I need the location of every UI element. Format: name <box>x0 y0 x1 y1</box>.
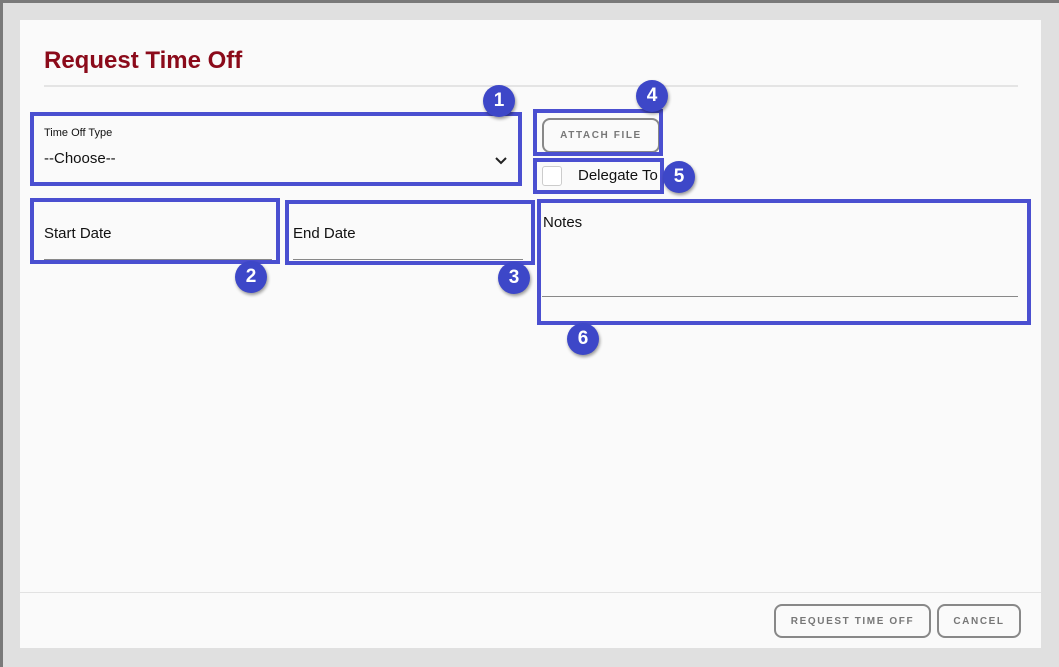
time-off-type-label: Time Off Type <box>44 127 113 139</box>
annotation-badge-6: 6 <box>567 323 599 355</box>
dialog-title: Request Time Off <box>44 47 243 74</box>
annotation-badge-4: 4 <box>636 80 668 112</box>
end-date-placeholder: End Date <box>293 225 356 242</box>
delegate-to-checkbox-row[interactable]: Delegate To <box>540 163 664 191</box>
annotation-badge-5: 5 <box>663 161 695 193</box>
end-date-input[interactable]: End Date <box>288 202 530 262</box>
annotation-badge-3: 3 <box>498 262 530 294</box>
footer-divider <box>20 592 1041 593</box>
divider <box>44 85 1018 87</box>
start-date-placeholder: Start Date <box>44 225 112 242</box>
notes-textarea[interactable]: Notes <box>542 204 1028 316</box>
delegate-to-label: Delegate To <box>578 167 658 184</box>
start-date-input[interactable]: Start Date <box>34 202 276 262</box>
highlight-box-6 <box>537 199 1031 325</box>
annotation-badge-1: 1 <box>483 85 515 117</box>
start-date-underline <box>44 259 272 260</box>
highlight-box-1 <box>30 112 522 186</box>
chevron-down-icon <box>495 157 507 165</box>
end-date-underline <box>293 259 523 260</box>
highlight-box-3 <box>285 200 535 265</box>
highlight-box-4 <box>533 109 663 156</box>
notes-underline <box>542 296 1018 297</box>
highlight-box-2 <box>30 198 280 264</box>
cancel-button[interactable]: CANCEL <box>937 604 1021 638</box>
delegate-to-checkbox[interactable] <box>542 166 562 186</box>
request-time-off-dialog: Request Time Off Time Off Type --Choose-… <box>20 20 1041 648</box>
time-off-type-value: --Choose-- <box>44 150 116 167</box>
highlight-box-5 <box>533 158 664 194</box>
request-time-off-button[interactable]: REQUEST TIME OFF <box>774 604 931 638</box>
annotation-badge-2: 2 <box>235 261 267 293</box>
notes-placeholder: Notes <box>543 214 583 231</box>
time-off-type-select[interactable]: Time Off Type --Choose-- <box>34 116 518 184</box>
